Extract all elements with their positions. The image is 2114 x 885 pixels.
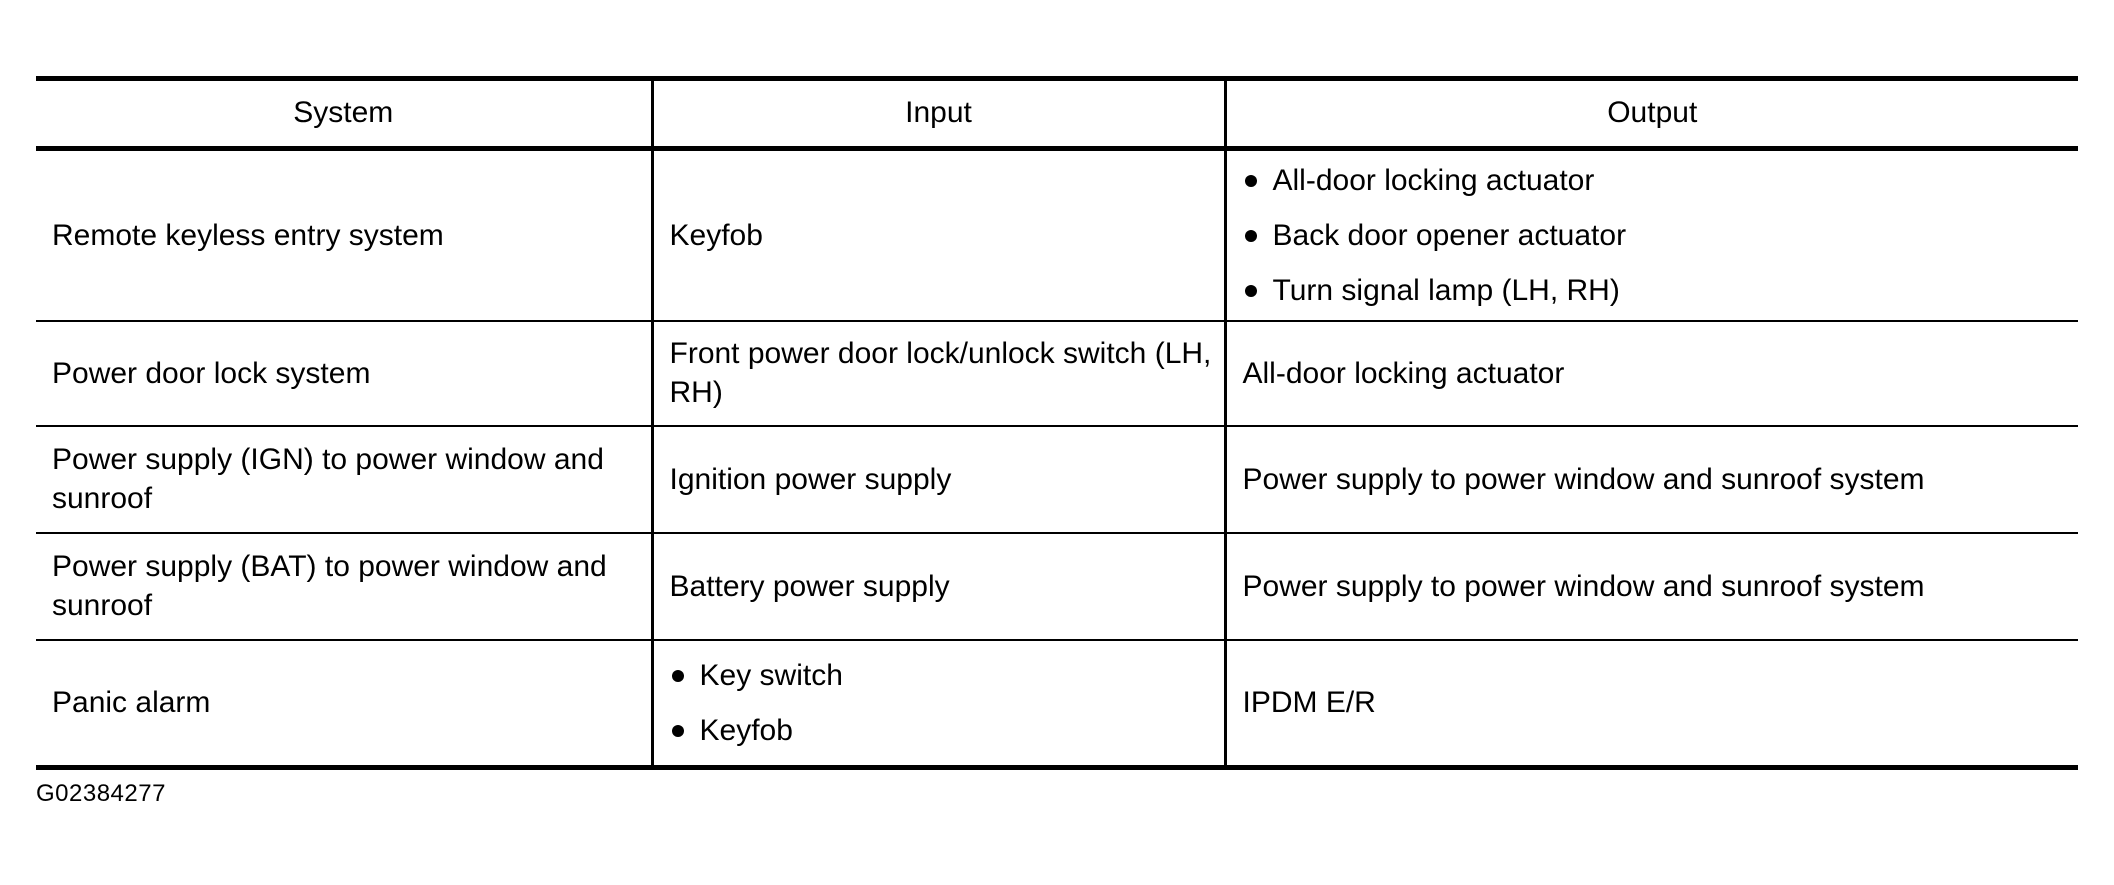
list-item: All-door locking actuator xyxy=(1243,161,2079,200)
cell-output: All-door locking actuator xyxy=(1223,320,2078,427)
cell-input: Key switch Keyfob xyxy=(650,639,1225,770)
table-row: Power supply (BAT) to power window and s… xyxy=(36,532,2078,641)
cell-output: Power supply to power window and sunroof… xyxy=(1223,425,2078,534)
figure-reference-code: G02384277 xyxy=(36,780,166,807)
cell-system: Power supply (BAT) to power window and s… xyxy=(36,532,652,641)
cell-system: Power door lock system xyxy=(36,320,652,427)
input-label: Front power door lock/unlock switch (LH,… xyxy=(669,337,1212,409)
input-label: Battery power supply xyxy=(669,569,950,603)
cell-output: Power supply to power window and sunroof… xyxy=(1223,532,2078,641)
table-row: Remote keyless entry system Keyfob All-d… xyxy=(36,148,2079,322)
column-header-input: Input xyxy=(650,76,1225,151)
bullet-icon xyxy=(1244,284,1257,297)
list-item: Back door opener actuator xyxy=(1243,216,2079,255)
output-label: IPDM E/R xyxy=(1242,686,1376,720)
table-row: Panic alarm Key switch Keyfob xyxy=(36,639,2078,770)
output-label: Power supply to power window and sunroof… xyxy=(1242,462,1925,496)
table-row: Power supply (IGN) to power window and s… xyxy=(36,425,2078,534)
output-label: All-door locking actuator xyxy=(1242,356,1565,390)
bullet-icon xyxy=(671,724,684,737)
system-label: Power door lock system xyxy=(52,356,371,390)
list-item-label: Keyfob xyxy=(699,713,793,747)
system-label: Remote keyless entry system xyxy=(52,218,444,252)
cell-input: Ignition power supply xyxy=(650,425,1225,534)
input-label: Ignition power supply xyxy=(669,462,952,496)
output-label: Power supply to power window and sunroof… xyxy=(1242,569,1925,603)
cell-system: Panic alarm xyxy=(36,639,652,770)
output-bullet-list: All-door locking actuator Back door open… xyxy=(1243,161,2079,310)
bullet-icon xyxy=(671,669,684,682)
cell-input: Battery power supply xyxy=(650,532,1225,641)
list-item-label: Back door opener actuator xyxy=(1272,218,1627,252)
list-item-label: Key switch xyxy=(699,658,843,692)
cell-input: Front power door lock/unlock switch (LH,… xyxy=(650,320,1225,427)
input-label: Keyfob xyxy=(669,218,763,252)
system-label: Panic alarm xyxy=(52,686,211,720)
cell-system: Power supply (IGN) to power window and s… xyxy=(36,425,652,534)
list-item: Keyfob xyxy=(670,711,1224,750)
table-row: Power door lock system Front power door … xyxy=(36,320,2078,427)
cell-system: Remote keyless entry system xyxy=(36,148,652,322)
list-item-label: All-door locking actuator xyxy=(1272,163,1595,197)
table-header: System Input Output xyxy=(36,76,2078,151)
list-item-label: Turn signal lamp (LH, RH) xyxy=(1272,273,1620,307)
column-header-output: Output xyxy=(1223,76,2078,151)
column-header-system: System xyxy=(36,76,652,151)
bullet-icon xyxy=(1244,174,1257,187)
table-body: Remote keyless entry system Keyfob All-d… xyxy=(36,148,2079,770)
list-item: Key switch xyxy=(670,656,1224,695)
cell-output: IPDM E/R xyxy=(1223,639,2078,770)
table-header-row: System Input Output xyxy=(36,76,2078,151)
system-label: Power supply (BAT) to power window and s… xyxy=(52,550,607,622)
input-bullet-list: Key switch Keyfob xyxy=(670,656,1224,750)
cell-input: Keyfob xyxy=(650,148,1225,322)
bullet-icon xyxy=(1244,229,1257,242)
system-label: Power supply (IGN) to power window and s… xyxy=(52,443,604,515)
list-item: Turn signal lamp (LH, RH) xyxy=(1243,271,2079,310)
system-input-output-table: System Input Output Remote keyless entry… xyxy=(36,76,2078,770)
cell-output: All-door locking actuator Back door open… xyxy=(1223,148,2079,322)
